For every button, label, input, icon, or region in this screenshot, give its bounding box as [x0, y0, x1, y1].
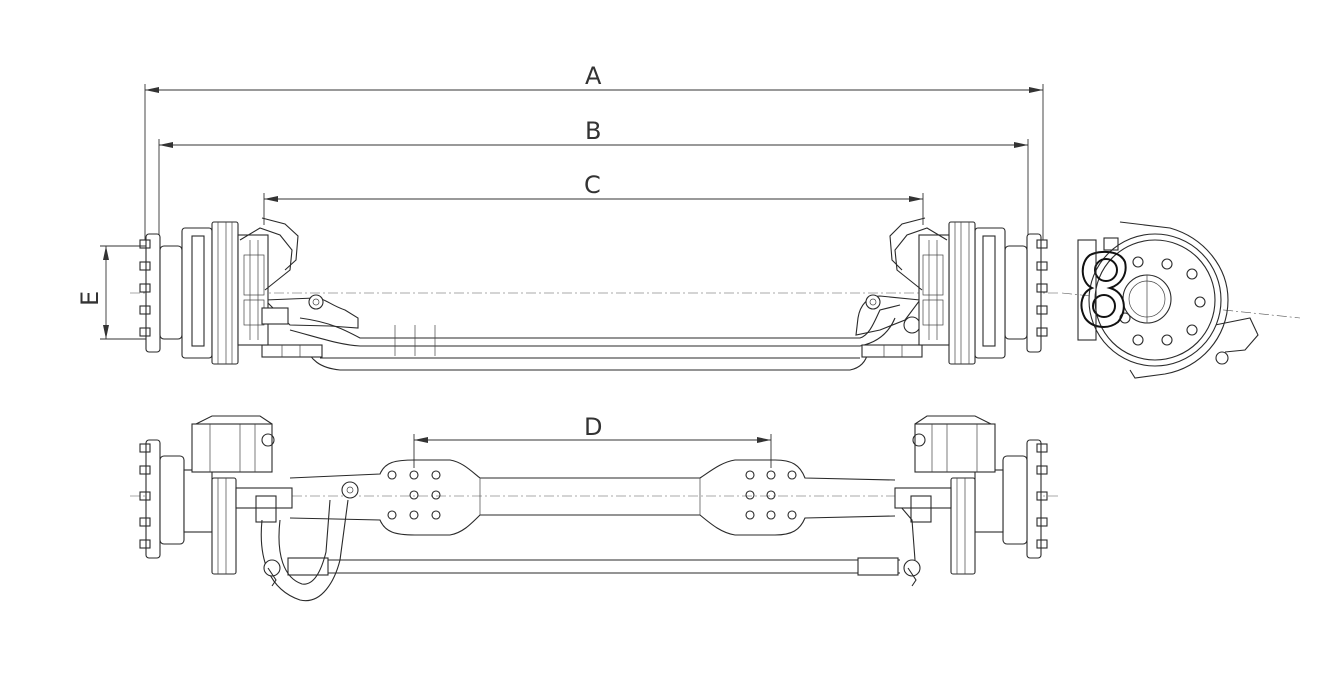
dimension-label-c: C: [584, 171, 601, 199]
dimension-label-d: D: [584, 413, 602, 441]
dimension-e: [100, 245, 150, 340]
dimension-a: [144, 84, 1044, 240]
dimension-b: [158, 139, 1029, 240]
dimension-label-e: E: [76, 291, 104, 306]
front-view: [130, 217, 1060, 371]
top-view: [130, 415, 1060, 602]
dimension-label-a: A: [585, 62, 602, 90]
dimension-c: [263, 193, 924, 225]
dimension-d: [413, 434, 772, 468]
side-view-hub: [1061, 221, 1301, 379]
dimension-label-b: B: [585, 117, 601, 145]
